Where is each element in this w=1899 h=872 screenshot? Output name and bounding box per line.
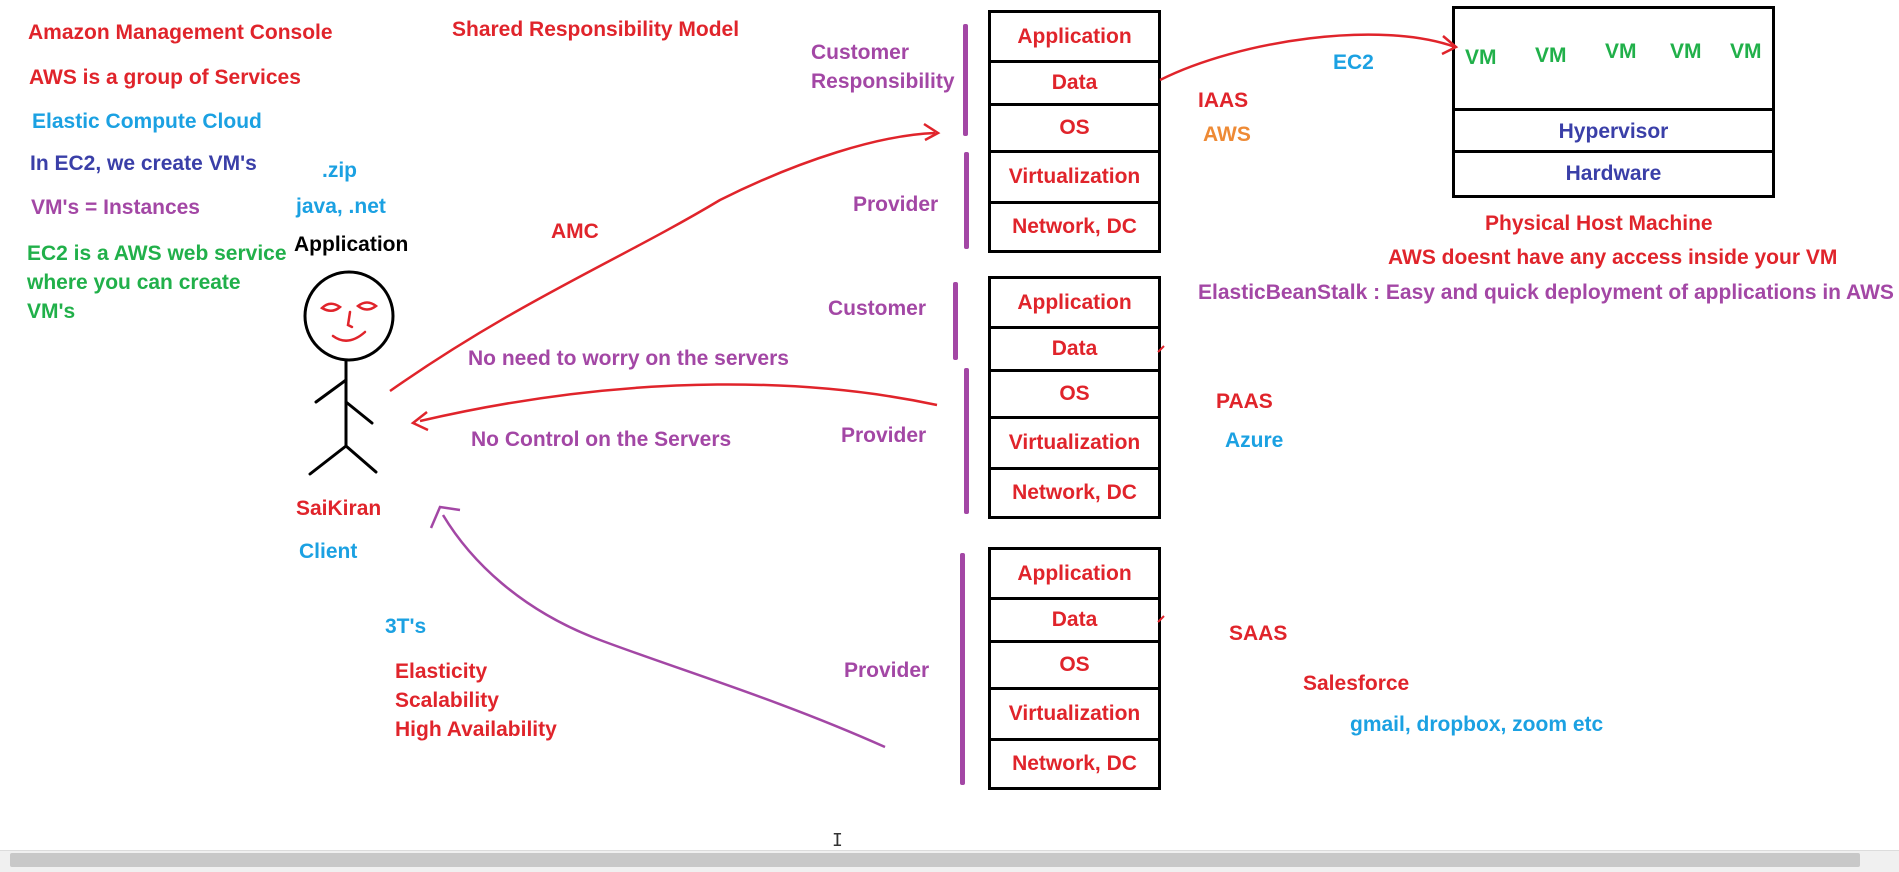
- label-application: Application: [294, 233, 409, 256]
- page-title: Shared Responsibility Model: [452, 18, 740, 41]
- arrow-label-no-control: No Control on the Servers: [471, 428, 732, 451]
- three-ts-scalability: Scalability: [395, 689, 499, 712]
- note-ec2-web-service-line1: EC2 is a AWS web service: [27, 242, 287, 265]
- horizontal-scrollbar-thumb[interactable]: [10, 853, 1860, 867]
- vm-4: VM: [1670, 40, 1702, 63]
- customer-bracket-paas: [953, 282, 958, 360]
- three-ts-elasticity: Elasticity: [395, 660, 488, 683]
- note-elastic-compute-cloud: Elastic Compute Cloud: [32, 110, 262, 133]
- model-saas: SAAS: [1229, 622, 1288, 645]
- stack-saas-network-dc: Network, DC: [988, 738, 1161, 790]
- stack-iaas-virtualization: Virtualization: [988, 150, 1161, 204]
- stack-iaas-network-dc: Network, DC: [988, 201, 1161, 253]
- example-gmail-dropbox-zoom: gmail, dropbox, zoom etc: [1350, 713, 1604, 736]
- arrow-saas-to-client: [441, 514, 886, 749]
- model-paas: PAAS: [1216, 390, 1273, 413]
- label-responsibility-iaas: Responsibility: [811, 70, 955, 93]
- three-ts-heading: 3T's: [385, 615, 427, 638]
- stick-figure: [303, 270, 395, 476]
- vm-3: VM: [1605, 40, 1637, 63]
- provider-bracket-iaas: [964, 152, 969, 249]
- example-aws: AWS: [1203, 123, 1251, 146]
- physical-host-box: [1452, 6, 1775, 198]
- arrow-paas-to-client: [419, 383, 938, 423]
- label-provider-iaas: Provider: [853, 193, 939, 216]
- note-vm-instances: VM's = Instances: [31, 196, 200, 219]
- host-access-note: AWS doesnt have any access inside your V…: [1388, 246, 1838, 269]
- hardware-layer: Hardware: [1565, 162, 1662, 185]
- arrow-label-amc: AMC: [551, 220, 599, 243]
- stack-paas-data: Data: [988, 326, 1161, 372]
- label-provider-saas: Provider: [844, 659, 930, 682]
- label-provider-paas: Provider: [841, 424, 927, 447]
- label-customer-paas: Customer: [828, 297, 927, 320]
- stack-paas-virtualization: Virtualization: [988, 416, 1161, 470]
- arrow-label-no-worry: No need to worry on the servers: [468, 347, 789, 370]
- example-azure: Azure: [1225, 429, 1284, 452]
- note-ec2-web-service-line3: VM's: [27, 300, 76, 323]
- stack-paas-os: OS: [988, 369, 1161, 419]
- ec2-label: EC2: [1333, 51, 1374, 74]
- tick-saas: [1157, 615, 1165, 623]
- model-iaas: IAAS: [1198, 89, 1249, 112]
- tick-paas: [1157, 345, 1165, 353]
- elastic-beanstalk-note: ElasticBeanStalk : Easy and quick deploy…: [1198, 281, 1894, 304]
- stack-paas-network-dc: Network, DC: [988, 467, 1161, 519]
- vm-1: VM: [1465, 46, 1497, 69]
- host-divider-2: [1452, 150, 1775, 153]
- three-ts-high-availability: High Availability: [395, 718, 557, 741]
- vm-5: VM: [1730, 40, 1762, 63]
- arrow-ec2-to-host: [1159, 33, 1456, 82]
- client-role: Client: [299, 540, 358, 563]
- vm-2: VM: [1535, 44, 1567, 67]
- note-amazon-management-console: Amazon Management Console: [28, 21, 333, 44]
- client-name: SaiKiran: [296, 497, 382, 520]
- note-aws-group: AWS is a group of Services: [29, 66, 301, 89]
- host-divider-1: [1452, 108, 1775, 111]
- example-salesforce: Salesforce: [1303, 672, 1410, 695]
- stack-saas-virtualization: Virtualization: [988, 687, 1161, 741]
- text-cursor-icon: I: [832, 830, 843, 851]
- hypervisor-layer: Hypervisor: [1558, 120, 1669, 143]
- label-zip: .zip: [322, 159, 357, 182]
- label-java-net: java, .net: [296, 195, 386, 218]
- face: [319, 301, 379, 342]
- provider-bracket-saas: [960, 553, 965, 785]
- provider-bracket-paas: [964, 368, 969, 514]
- note-ec2-create-vm: In EC2, we create VM's: [30, 152, 257, 175]
- note-ec2-web-service-line2: where you can create: [27, 271, 241, 294]
- customer-bracket-iaas: [963, 24, 968, 136]
- host-caption: Physical Host Machine: [1485, 212, 1713, 235]
- label-customer-iaas: Customer: [811, 41, 910, 64]
- arrow-amc: [389, 131, 936, 393]
